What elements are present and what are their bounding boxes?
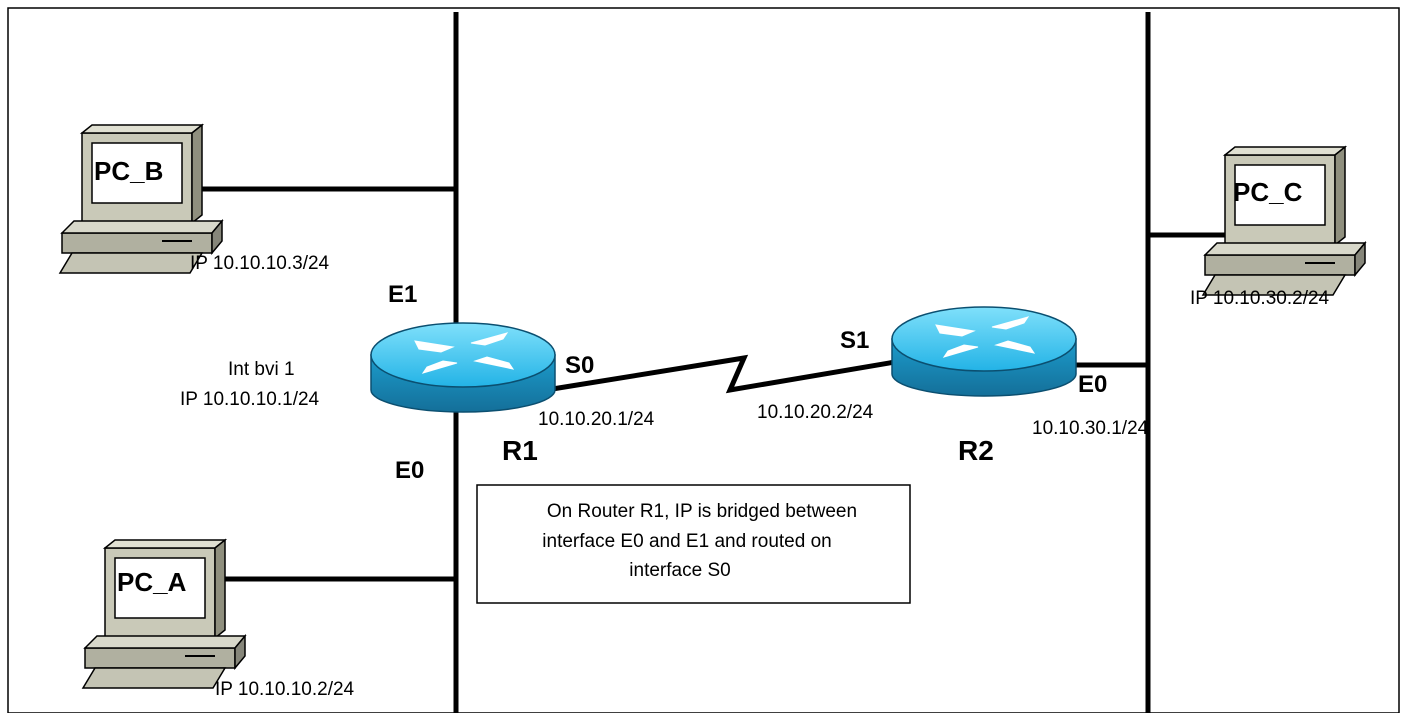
pc-b-ip: IP 10.10.10.3/24 (190, 253, 330, 274)
router-r1 (370, 322, 556, 413)
r2-s1-ip: 10.10.20.2/24 (757, 402, 874, 423)
r2-e0-label: E0 (1078, 371, 1107, 398)
r1-e1-label: E1 (388, 281, 417, 308)
note-line-3: interface S0 (629, 560, 730, 581)
pc-a-name: PC_A (117, 567, 187, 597)
pc-c-ip: IP 10.10.30.2/24 (1190, 288, 1330, 309)
router-r2 (891, 306, 1077, 397)
pc-c: PC_C (1202, 146, 1366, 296)
r2-e0-ip: 10.10.30.1/24 (1032, 418, 1149, 439)
r1-name: R1 (502, 435, 538, 466)
pc-b: PC_B (59, 124, 223, 274)
pc-a-ip: IP 10.10.10.2/24 (215, 679, 355, 700)
diagram-border (7, 7, 1400, 713)
pc-b-name: PC_B (94, 156, 163, 186)
note-line-1: On Router R1, IP is bridged between (547, 501, 857, 522)
note-line-2: interface E0 and E1 and routed on (542, 531, 831, 552)
r1-bvi-label: Int bvi 1 (228, 359, 295, 380)
r2-name: R2 (958, 435, 994, 466)
r1-s0-label: S0 (565, 352, 594, 379)
note-box (476, 484, 911, 604)
r2-s1-label: S1 (840, 327, 869, 354)
pc-a: PC_A (82, 539, 246, 689)
serial-link (539, 354, 896, 394)
r1-s0-ip: 10.10.20.1/24 (538, 409, 655, 430)
pc-c-name: PC_C (1233, 177, 1303, 207)
r1-bvi-ip: IP 10.10.10.1/24 (180, 389, 320, 410)
r1-e0-label: E0 (395, 457, 424, 484)
